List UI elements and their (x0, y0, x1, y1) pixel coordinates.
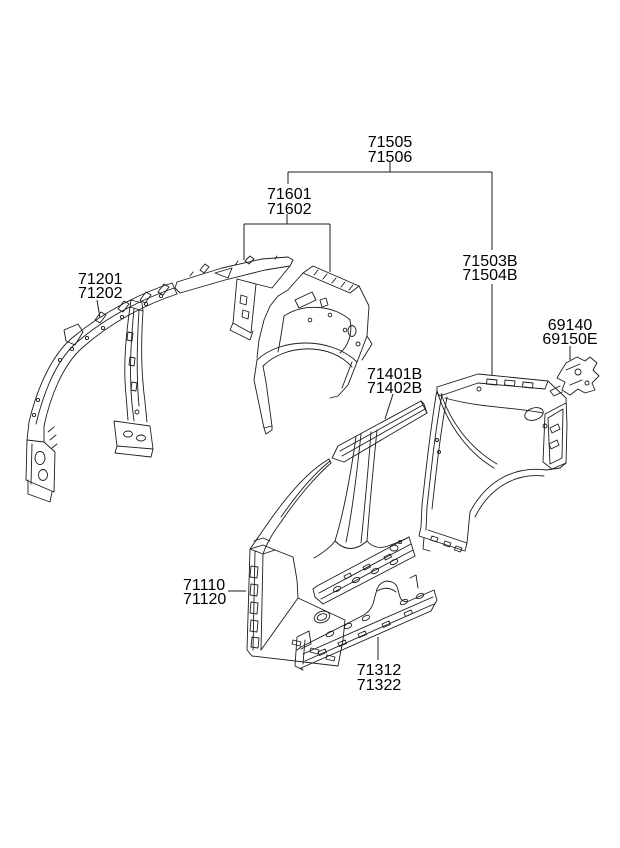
part-number[interactable]: 71602 (267, 201, 312, 218)
part-number[interactable]: 71312 (357, 662, 402, 679)
part-label-sill-outer[interactable]: 71312 71322 (357, 662, 402, 694)
part-number[interactable]: 71401B (367, 366, 422, 383)
part-label-assembly[interactable]: 71505 71506 (368, 134, 413, 166)
part-drawing-quarter-outer (418, 373, 568, 553)
part-number[interactable]: 69150E (542, 331, 597, 348)
part-number[interactable]: 71504B (462, 267, 517, 284)
part-number[interactable]: 71110 (183, 577, 225, 594)
part-number[interactable]: 71601 (267, 186, 312, 203)
part-label-quarter-inner[interactable]: 71601 71602 (267, 186, 312, 218)
part-drawing-filler-bracket (549, 356, 600, 397)
part-number[interactable]: 71506 (368, 149, 413, 166)
part-number[interactable]: 71503B (462, 253, 517, 270)
part-drawing-center-outer (312, 400, 428, 605)
part-number[interactable]: 69140 (548, 317, 593, 334)
part-label-quarter-outer[interactable]: 71503B 71504B (462, 253, 517, 284)
part-drawing-sill-outer (294, 574, 438, 671)
part-number[interactable]: 71402B (367, 380, 422, 397)
callout-lines (96, 162, 571, 660)
part-number[interactable]: 71120 (183, 591, 226, 608)
part-drawing-quarter-inner (253, 265, 373, 435)
part-label-filler-bracket[interactable]: 69140 69150E (542, 317, 597, 348)
part-number[interactable]: 71322 (357, 677, 402, 694)
part-number[interactable]: 71201 (78, 271, 123, 288)
part-number[interactable]: 71505 (368, 134, 413, 151)
part-label-center-outer[interactable]: 71401B 71402B (367, 366, 422, 397)
part-drawing-rear-rail (174, 255, 294, 341)
part-drawing-front-outer (246, 458, 346, 667)
part-number[interactable]: 71202 (78, 285, 123, 302)
part-label-side-inner[interactable]: 71201 71202 (78, 271, 123, 302)
part-label-front-outer[interactable]: 71110 71120 (183, 577, 226, 608)
part-drawing-side-inner (25, 282, 178, 503)
